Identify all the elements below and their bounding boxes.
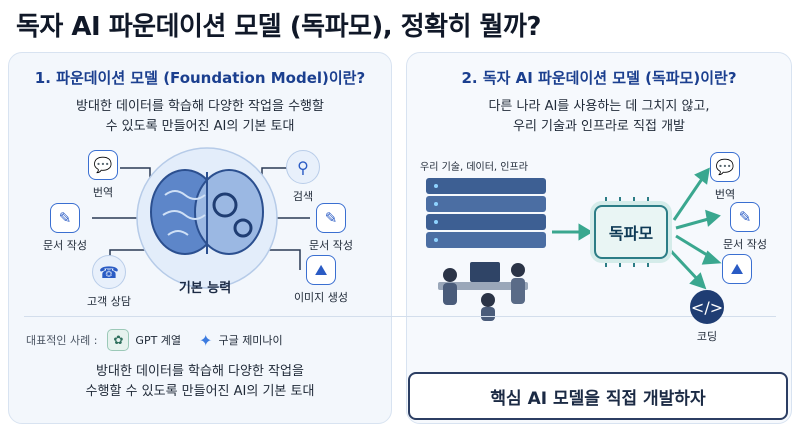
document-edit-icon: ✎ — [316, 203, 346, 233]
node-label: 문서 작성 — [309, 239, 353, 252]
examples-row: 대표적인 사례 : ✿ GPT 계열 ✦ 구글 제미나이 — [26, 328, 366, 352]
chat-bubble-icon: 💬 — [88, 150, 118, 180]
brain-icon — [136, 147, 278, 289]
gpt-logo-icon: ✿ — [107, 329, 130, 351]
data-label: 우리 기술, 데이터, 인프라 — [420, 162, 528, 173]
headset-icon: ☎ — [92, 255, 126, 289]
chat-bubble-icon: 💬 — [710, 152, 740, 182]
node-search: ⚲ 검색 — [268, 150, 338, 204]
team-illustration — [438, 262, 528, 321]
node-label: 검색 — [292, 190, 314, 203]
desc-line: 방대한 데이터를 학습해 다양한 작업을 수행할 — [76, 99, 324, 114]
code-icon: </> — [690, 290, 724, 324]
cta-banner: 핵심 AI 모델을 직접 개발하자 — [408, 372, 788, 420]
examples-label: 대표적인 사례 : — [26, 334, 98, 347]
node-doc-right: ✎ 문서 작성 — [296, 203, 366, 253]
image-icon: ⛰ — [306, 255, 336, 285]
output-coding: </> 코딩 — [672, 290, 742, 344]
image-icon: ⛰ — [722, 254, 752, 284]
page-title: 독자 AI 파운데이션 모델 (독파모), 정확히 뭘까? — [16, 12, 541, 42]
desc-line: 다른 나라 AI를 사용하는 데 그치지 않고, — [488, 99, 710, 114]
node-label: 번역 — [92, 186, 114, 199]
node-translate: 💬 번역 — [68, 150, 138, 200]
node-label: 문서 작성 — [43, 239, 87, 252]
desc-line: 수 있도록 만들어진 AI의 기본 토대 — [105, 119, 295, 134]
document-edit-icon: ✎ — [50, 203, 80, 233]
bottom-description: 방대한 데이터를 학습해 다양한 작업을 수행할 수 있도록 만들어진 AI의 … — [0, 362, 400, 402]
node-label: 번역 — [714, 188, 736, 201]
node-label: 코딩 — [696, 330, 718, 343]
magnifier-icon: ⚲ — [286, 150, 320, 184]
foundation-model-description: 방대한 데이터를 학습해 다양한 작업을 수행할 수 있도록 만들어진 AI의 … — [9, 97, 391, 137]
foundation-model-heading: 1. 파운데이션 모델 (Foundation Model)이란? — [34, 69, 366, 87]
desc-line: 우리 기술과 인프라로 직접 개발 — [512, 119, 685, 134]
output-translate: 💬 번역 — [690, 152, 760, 202]
desc-line: 방대한 데이터를 학습해 다양한 작업을 — [96, 364, 304, 379]
flow-arrows — [552, 167, 722, 290]
dokpamo-chip: 독파모 — [594, 205, 668, 259]
dokpamo-description: 다른 나라 AI를 사용하는 데 그치지 않고, 우리 기술과 인프라로 직접 … — [407, 97, 791, 137]
brain-label: 기본 능력 — [178, 281, 232, 296]
document-edit-icon: ✎ — [730, 202, 760, 232]
output-image: ⛰ — [702, 254, 772, 288]
dokpamo-heading: 2. 독자 AI 파운데이션 모델 (독파모)이란? — [461, 69, 737, 87]
divider — [24, 316, 776, 317]
example-label: GPT 계열 — [135, 334, 182, 347]
node-image: ⛰ 이미지 생성 — [286, 255, 356, 305]
example-gpt: ✿ GPT 계열 — [107, 329, 181, 351]
server-rack-icon — [426, 178, 546, 248]
node-label: 문서 작성 — [723, 238, 767, 251]
node-doc-left: ✎ 문서 작성 — [30, 203, 100, 253]
desc-line: 수행할 수 있도록 만들어진 AI의 기본 토대 — [85, 384, 315, 399]
example-label: 구글 제미나이 — [218, 334, 283, 347]
node-label: 이미지 생성 — [293, 291, 349, 304]
node-label: 고객 상담 — [87, 295, 131, 308]
node-consult: ☎ 고객 상담 — [74, 255, 144, 309]
sparkle-icon: ✦ — [199, 330, 213, 350]
example-gemini: ✦ 구글 제미나이 — [199, 331, 283, 350]
output-doc: ✎ 문서 작성 — [710, 202, 780, 252]
